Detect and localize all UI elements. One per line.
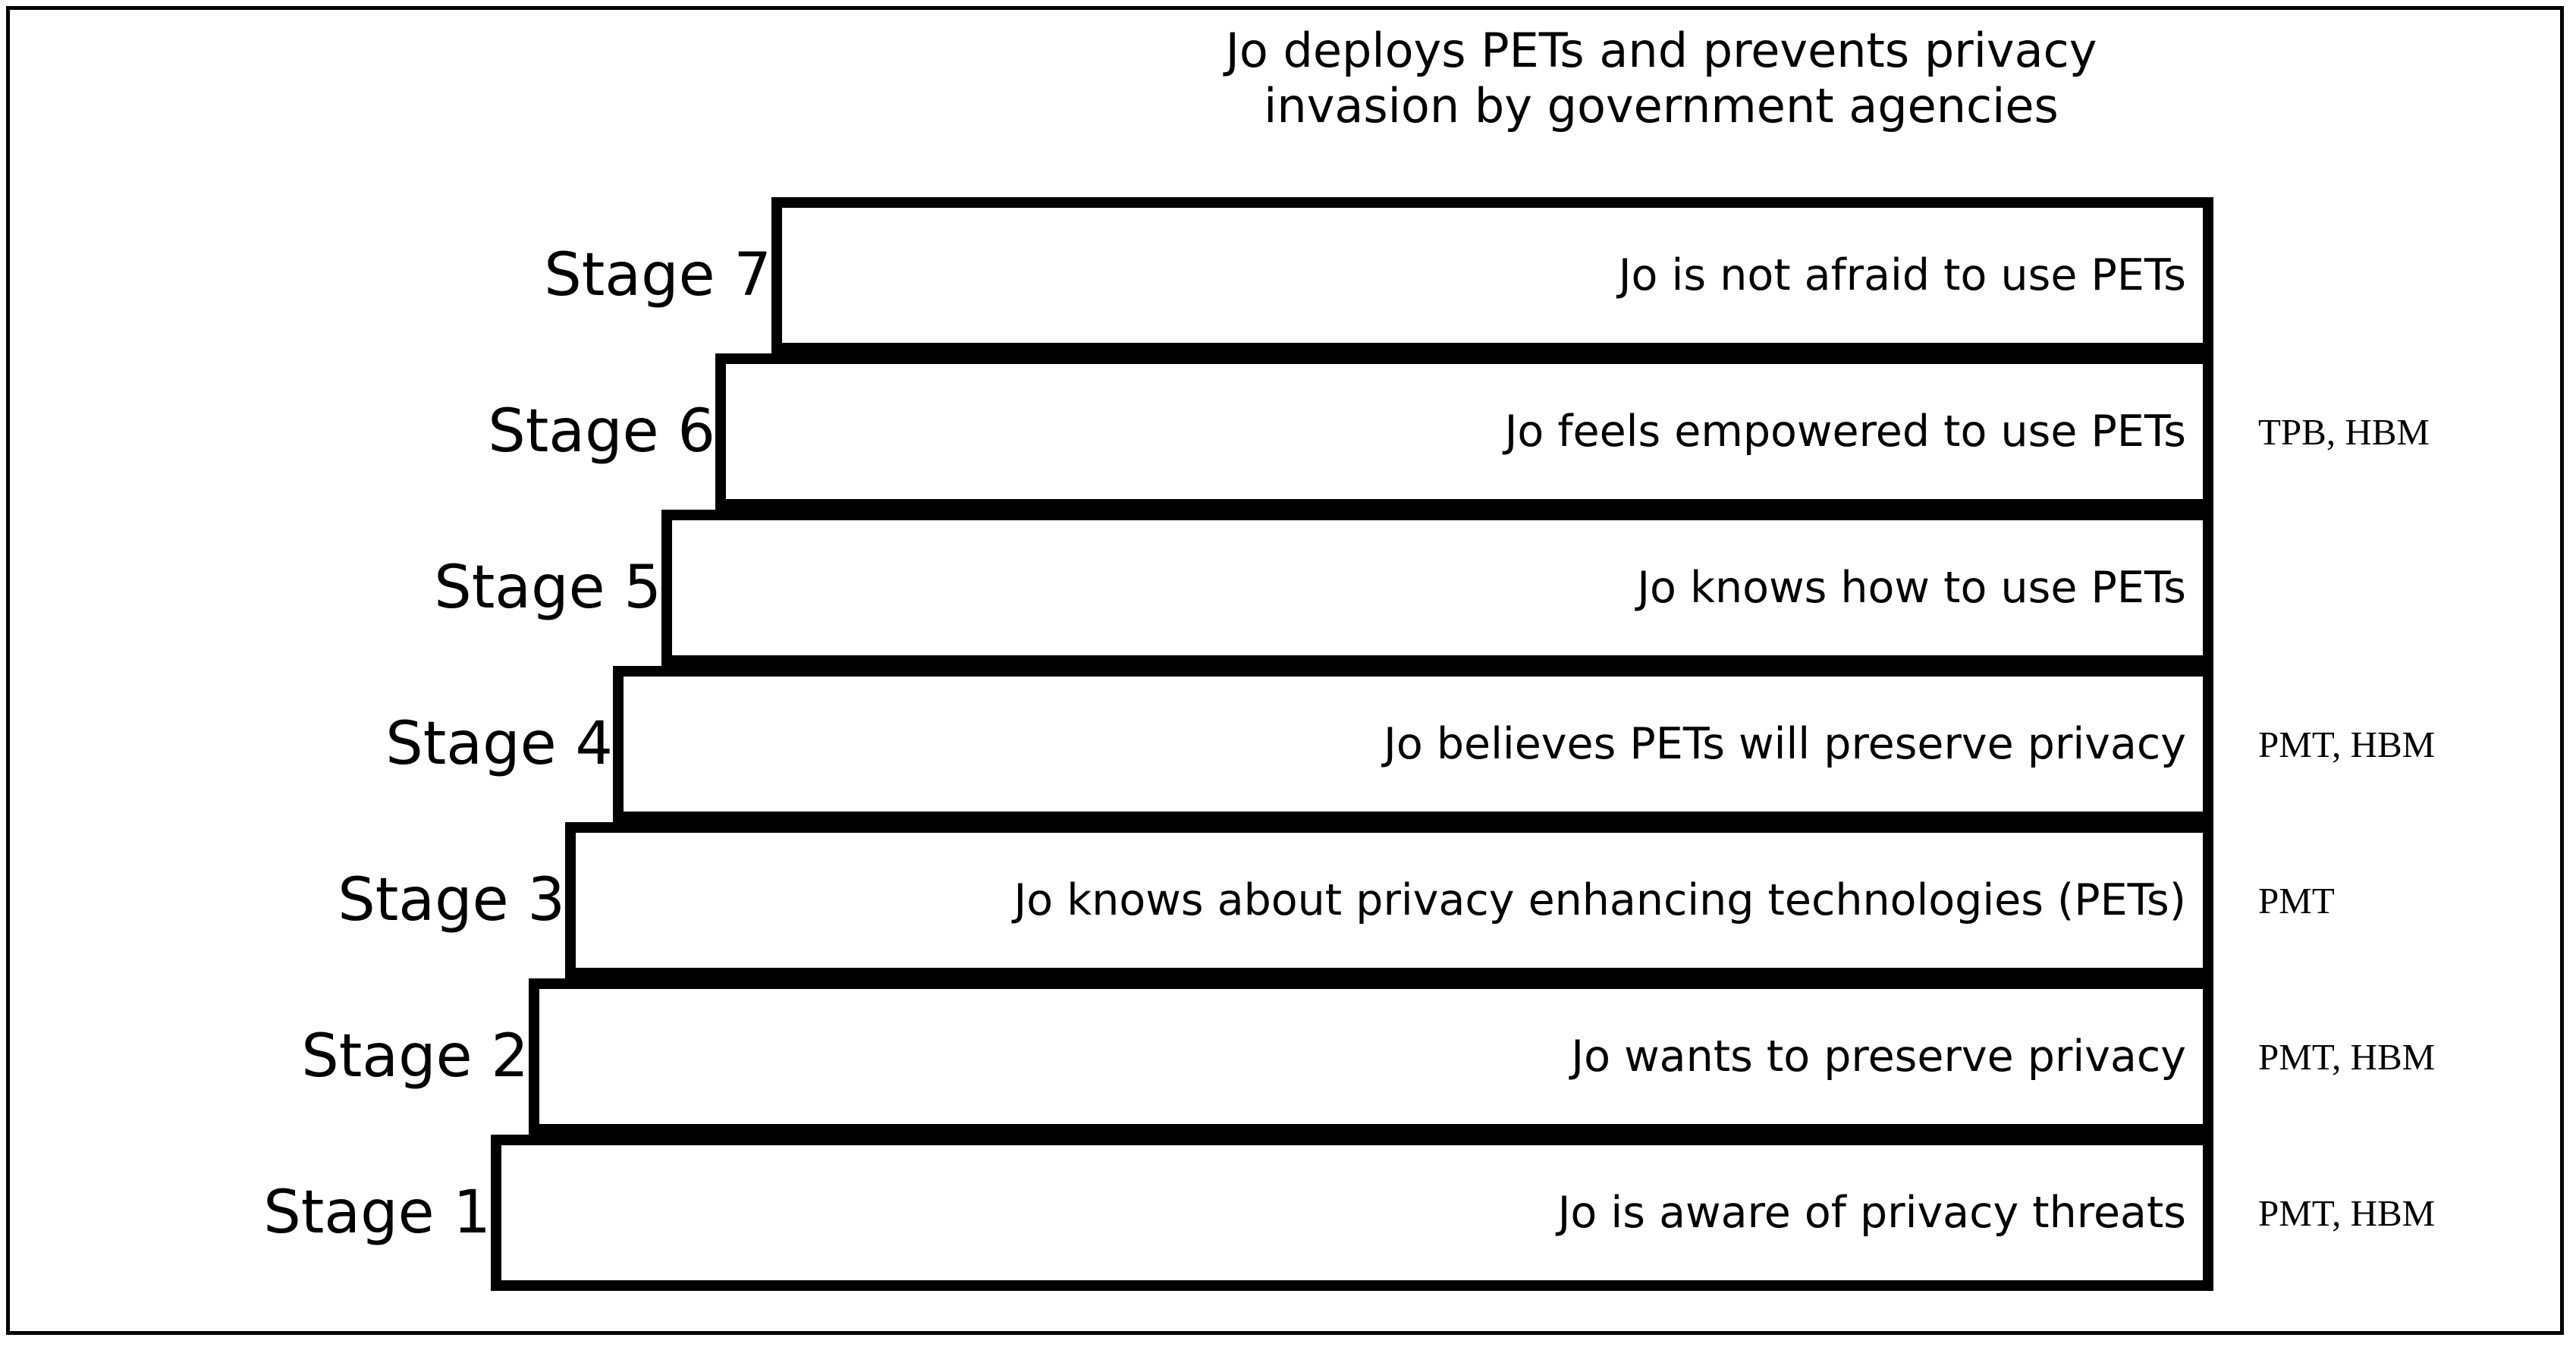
top-caption: Jo deploys PETs and prevents privacy inv… [1225, 23, 2097, 134]
stage-label-1: Stage 1 [263, 1179, 491, 1247]
stage-statement: Jo knows how to use PETs [1637, 562, 2186, 613]
theory-annotation: PMT, HBM [2258, 1192, 2436, 1234]
stage-label-7: Stage 7 [544, 241, 771, 309]
stage-statement: Jo feels empowered to use PETs [1504, 406, 2186, 457]
stage-label-6: Stage 6 [488, 397, 715, 466]
stage-box-4: Jo believes PETs will preserve privacy [613, 666, 2213, 822]
stair-step: Stage 6 Jo feels empowered to use PETs TPB… [0, 353, 2576, 510]
stage-box-3: Jo knows about privacy enhancing technol… [565, 822, 2213, 978]
stage-statement: Jo knows about privacy enhancing technol… [1013, 874, 2186, 925]
stage-statement: Jo wants to preserve privacy [1571, 1031, 2186, 1082]
stage-label-5: Stage 5 [434, 554, 661, 622]
stair-step: Stage 1 Jo is aware of privacy threats PMT… [0, 1135, 2576, 1291]
stair-step: Stage 2 Jo wants to preserve privacy PMT, … [0, 978, 2576, 1135]
stair-step: Stage 4 Jo believes PETs will preserve pr… [0, 666, 2576, 822]
stair-step: Stage 7 Jo is not afraid to use PETs [0, 197, 2576, 353]
theory-annotation: PMT, HBM [2258, 723, 2436, 765]
stair-step: Stage 5 Jo knows how to use PETs [0, 510, 2576, 666]
theory-annotation: PMT [2258, 879, 2335, 922]
stage-box-2: Jo wants to preserve privacy [529, 978, 2213, 1135]
stage-statement: Jo is not afraid to use PETs [1618, 250, 2186, 300]
theory-annotation: PMT, HBM [2258, 1035, 2436, 1078]
stage-box-1: Jo is aware of privacy threats [491, 1135, 2213, 1291]
stage-box-7: Jo is not afraid to use PETs [771, 197, 2213, 353]
stage-box-5: Jo knows how to use PETs [661, 510, 2213, 666]
stage-label-4: Stage 4 [385, 710, 613, 778]
theory-annotation: TPB, HBM [2258, 410, 2430, 453]
stage-box-6: Jo feels empowered to use PETs [715, 353, 2213, 510]
stage-statement: Jo believes PETs will preserve privacy [1384, 718, 2186, 769]
stage-label-3: Stage 3 [338, 866, 565, 934]
stage-label-2: Stage 2 [301, 1022, 529, 1091]
stair-step: Stage 3 Jo knows about privacy enhancing … [0, 822, 2576, 978]
stage-statement: Jo is aware of privacy threats [1557, 1187, 2186, 1238]
